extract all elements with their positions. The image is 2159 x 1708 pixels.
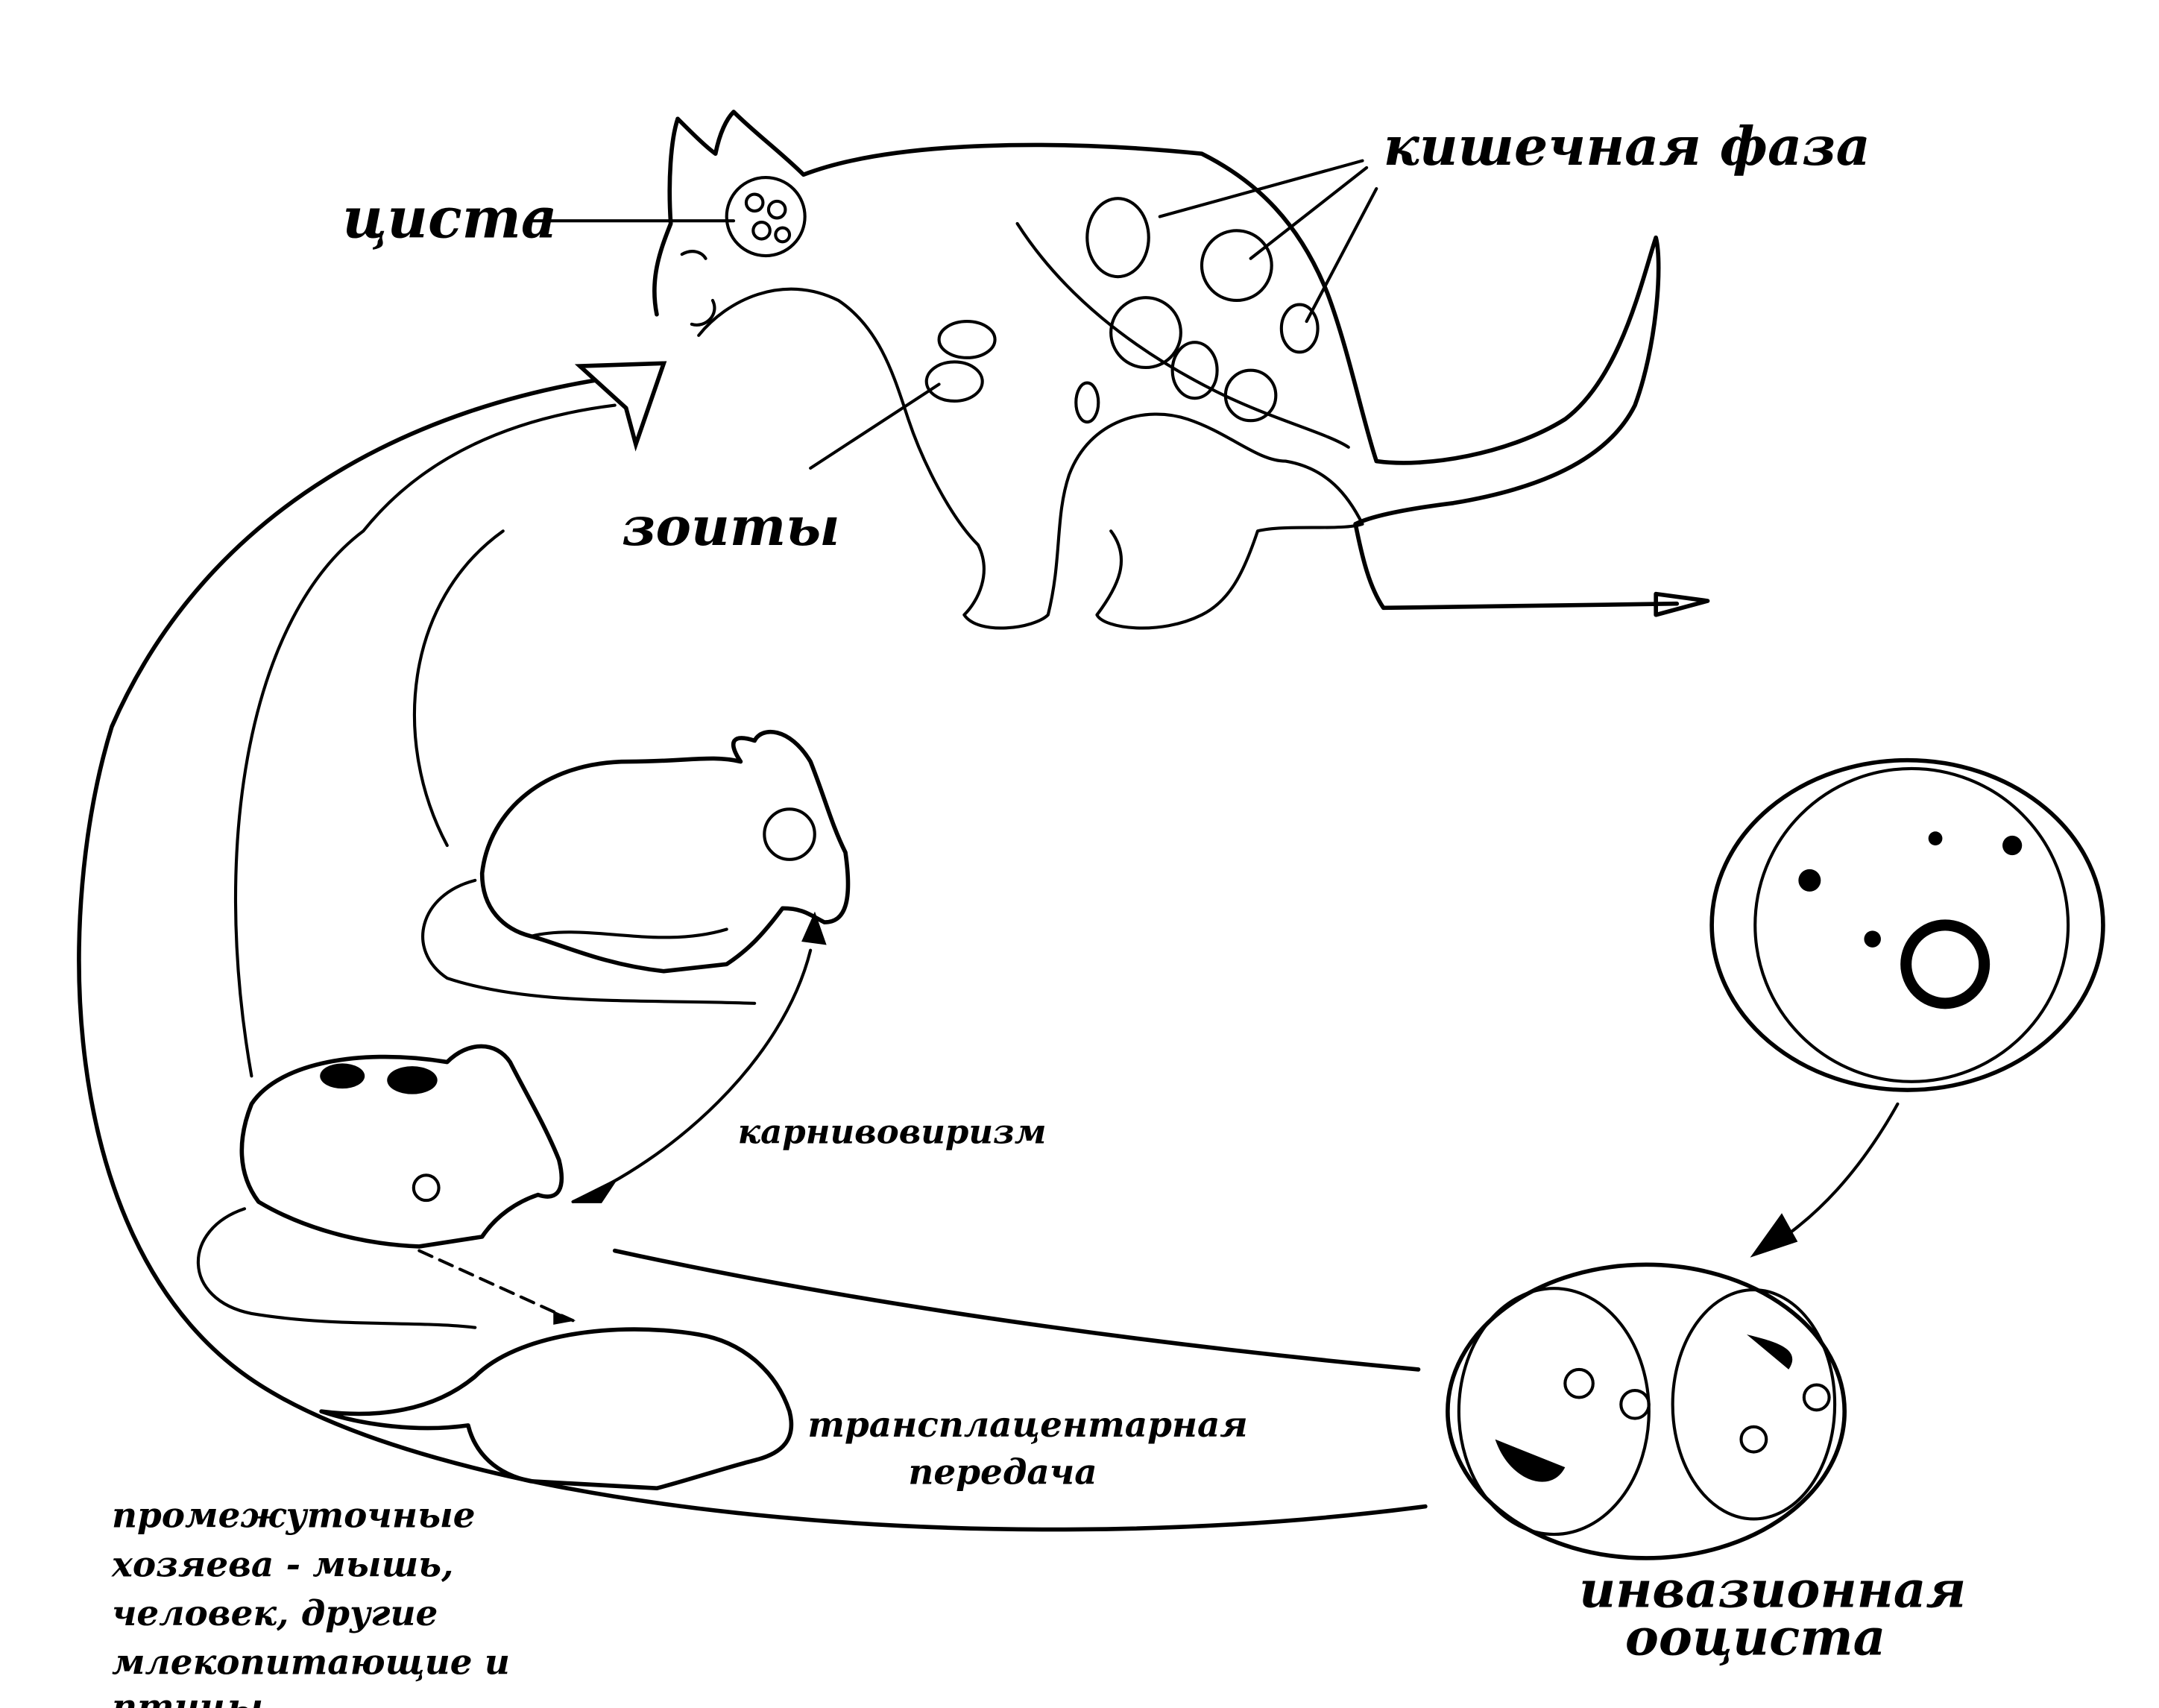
hosts-line: птицы: [112, 1687, 263, 1708]
hosts-line: промежуточные: [112, 1496, 476, 1537]
label-zoites: зоиты: [622, 495, 840, 558]
label-transplacental-line1: трансплацентарная: [807, 1405, 1247, 1446]
unsporulated-oocyst: [1709, 757, 2105, 1092]
label-cyst: циста: [342, 186, 557, 251]
label-invasive-line2: ооциста: [1625, 1607, 1885, 1666]
label-invasive-line1: инвазионная: [1579, 1560, 1966, 1619]
mouse-with-cyst-illustration: [421, 729, 851, 1005]
infected-mouse-illustration: [196, 1044, 575, 1329]
label-intestinal-phase: кишечная фаза: [1384, 115, 1870, 177]
cat-illustration: [652, 110, 1710, 630]
hosts-line: хозяева - мышь,: [111, 1544, 453, 1585]
label-transplacental-line2: передача: [908, 1452, 1097, 1493]
cycle-arrows: [77, 361, 1900, 1532]
label-intermediate-hosts: промежуточные хозяева - мышь, человек, д…: [111, 1496, 510, 1708]
cyst-circle: [725, 175, 807, 258]
newborn-mouse-illustration: [319, 1327, 794, 1491]
hosts-line: человек, другие: [112, 1593, 438, 1634]
label-carnivorism: карнивовиризм: [738, 1112, 1047, 1151]
hosts-line: млекопитающие и: [112, 1642, 510, 1683]
invasive-oocyst: [1446, 1262, 1847, 1560]
arrow-head-to-cat-icon: [574, 361, 667, 452]
excretion-arrow-icon: [1654, 591, 1710, 617]
